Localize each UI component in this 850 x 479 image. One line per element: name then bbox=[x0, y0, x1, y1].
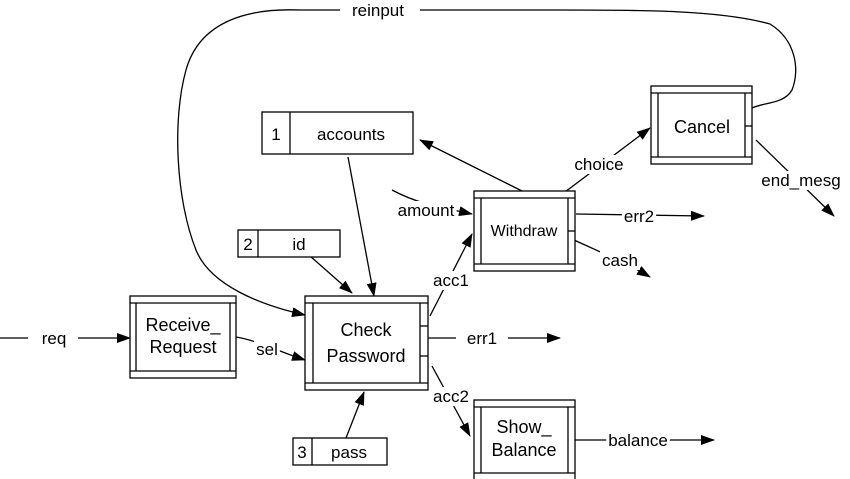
pass-to-check-line bbox=[345, 391, 365, 439]
choice-label: choice bbox=[574, 155, 623, 174]
cancel-process: Cancel bbox=[650, 85, 753, 165]
end-mesg-label-background bbox=[759, 171, 843, 190]
id-store: 2 id bbox=[237, 229, 341, 258]
check-password-process: Check Password bbox=[304, 295, 429, 391]
accounts-to-check-line bbox=[347, 156, 377, 297]
reinput-label-background bbox=[350, 1, 407, 20]
balance-label-background bbox=[606, 431, 670, 450]
err2-label-background bbox=[621, 207, 657, 226]
accounts-store-name: accounts bbox=[317, 125, 385, 144]
amount-label-background bbox=[395, 201, 457, 220]
acc1-label-background bbox=[431, 271, 471, 290]
cash-label-background bbox=[600, 251, 640, 270]
id-to-check-line bbox=[309, 255, 353, 294]
withdraw-label: Withdraw bbox=[491, 223, 558, 240]
err2-label: err2 bbox=[624, 207, 654, 226]
check-password-label-line2: Password bbox=[326, 346, 405, 366]
acc2-label: acc2 bbox=[433, 387, 469, 406]
req-label: req bbox=[42, 329, 67, 348]
withdraw-to-accounts-line bbox=[419, 139, 523, 192]
check-password-label-line1: Check bbox=[340, 320, 392, 340]
id-store-number: 2 bbox=[243, 235, 252, 254]
show-balance-process: Show_ Balance bbox=[473, 399, 576, 479]
pass-store: 3 pass bbox=[292, 437, 388, 466]
balance-label: balance bbox=[608, 431, 668, 450]
err1-label: err1 bbox=[467, 329, 497, 348]
receive-request-process: Receive_ Request bbox=[129, 295, 237, 379]
acc2-label-background bbox=[431, 387, 471, 406]
receive-request-label-line2: Request bbox=[149, 337, 216, 357]
cancel-label: Cancel bbox=[674, 117, 730, 137]
sel-label: sel bbox=[256, 340, 278, 359]
choice-label-background bbox=[572, 155, 626, 174]
pass-store-name: pass bbox=[331, 443, 367, 462]
reinput-flow-line bbox=[177, 9, 797, 315]
pass-store-number: 3 bbox=[297, 443, 306, 462]
acc1-label: acc1 bbox=[433, 271, 469, 290]
end-mesg-label: end_mesg bbox=[761, 171, 840, 190]
receive-request-label-line1: Receive_ bbox=[145, 315, 221, 336]
show-balance-label-line2: Balance bbox=[491, 440, 556, 460]
accounts-store: 1 accounts bbox=[261, 111, 414, 155]
show-balance-label-line1: Show_ bbox=[496, 417, 552, 438]
sel-label-background bbox=[254, 340, 280, 359]
amount-label: amount bbox=[398, 201, 455, 220]
reinput-label: reinput bbox=[352, 1, 404, 20]
id-store-name: id bbox=[292, 235, 305, 254]
accounts-store-number: 1 bbox=[271, 125, 280, 144]
cash-label: cash bbox=[602, 251, 638, 270]
withdraw-process: Withdraw bbox=[473, 190, 576, 272]
